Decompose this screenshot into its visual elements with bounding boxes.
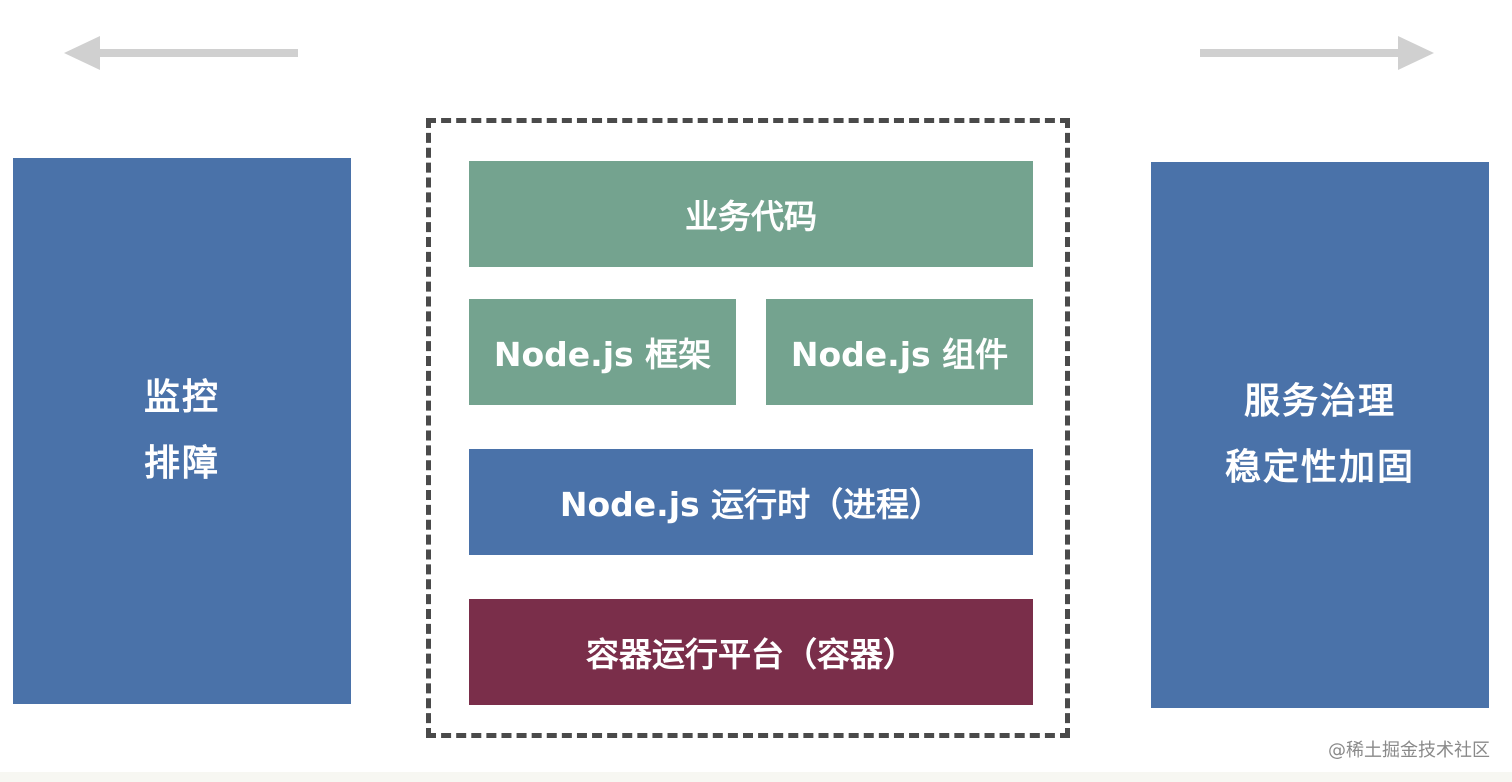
container-platform-label: 容器运行平台（容器） [586, 635, 916, 674]
bottom-strip [0, 772, 1512, 782]
arrow-left-icon [64, 36, 298, 70]
troubleshooting-label: 排障 [143, 443, 220, 484]
nodejs-stack-frame [426, 118, 1070, 738]
watermark: @稀土掘金技术社区 [1328, 740, 1490, 761]
stability-hardening-label: 稳定性加固 [1224, 447, 1415, 488]
nodejs-component-label: Node.js 组件 [790, 335, 1009, 374]
monitoring-label: 监控 [143, 377, 220, 418]
arrow-right-icon [1200, 36, 1434, 70]
container-platform-layer: 容器运行平台（容器） [469, 599, 1033, 705]
monitoring-troubleshooting-panel: 监控 排障 [13, 158, 351, 704]
nodejs-framework-label: Node.js 框架 [493, 335, 712, 374]
nodejs-component-layer: Node.js 组件 [766, 299, 1033, 405]
service-governance-label: 服务治理 [1243, 381, 1396, 422]
nodejs-framework-layer: Node.js 框架 [469, 299, 736, 405]
nodejs-runtime-layer: Node.js 运行时（进程） [469, 449, 1033, 555]
business-code-layer: 业务代码 [469, 161, 1033, 267]
business-code-label: 业务代码 [685, 197, 817, 236]
service-governance-panel: 服务治理 稳定性加固 [1151, 162, 1489, 708]
nodejs-runtime-label: Node.js 运行时（进程） [559, 485, 943, 524]
